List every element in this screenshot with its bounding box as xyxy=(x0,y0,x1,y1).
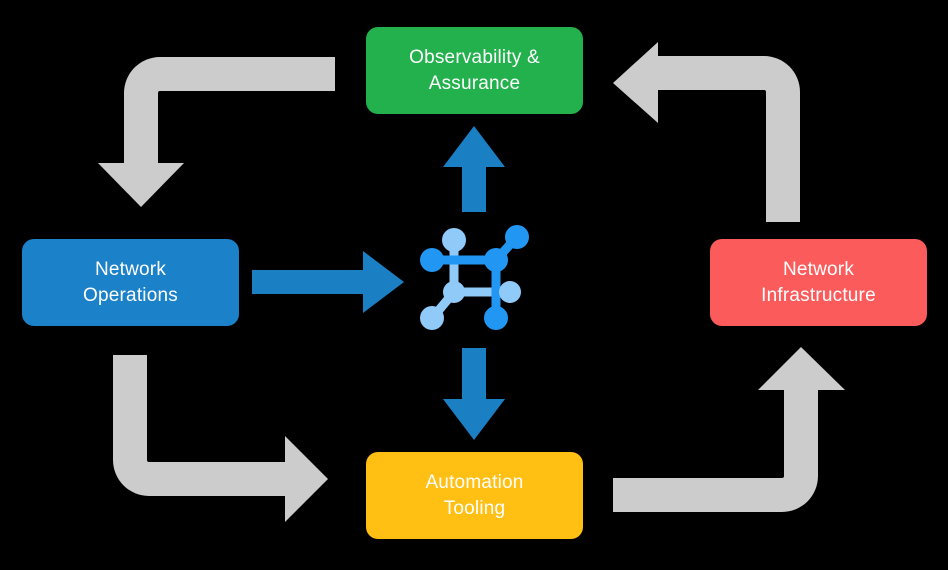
node-box-automation-tooling[interactable]: Automation Tooling xyxy=(366,452,583,539)
node-label-observability-assurance: Observability & Assurance xyxy=(409,47,540,94)
blue-arrow-center-to-automation xyxy=(443,348,505,440)
node-label-network-operations: Network Operations xyxy=(83,259,178,306)
node-box-network-infrastructure[interactable]: Network Infrastructure xyxy=(710,239,927,326)
gray-arrow-operations-to-automation xyxy=(113,355,328,522)
node-box-observability-assurance[interactable]: Observability & Assurance xyxy=(366,27,583,114)
blue-arrow-center-to-observability xyxy=(443,126,505,212)
blue-arrow-operations-to-center xyxy=(252,251,404,313)
network-icon-light-nodes xyxy=(420,228,521,330)
node-box-network-operations[interactable]: Network Operations xyxy=(22,239,239,326)
gray-arrow-automation-to-infrastructure xyxy=(613,347,845,512)
gray-arrow-infrastructure-to-observability xyxy=(613,42,800,222)
node-label-network-infrastructure: Network Infrastructure xyxy=(761,259,876,306)
network-icon-dark-nodes xyxy=(420,225,529,330)
network-topology-icon xyxy=(420,225,529,330)
node-label-automation-tooling: Automation Tooling xyxy=(425,472,524,519)
gray-arrow-observability-to-operations xyxy=(98,57,335,207)
